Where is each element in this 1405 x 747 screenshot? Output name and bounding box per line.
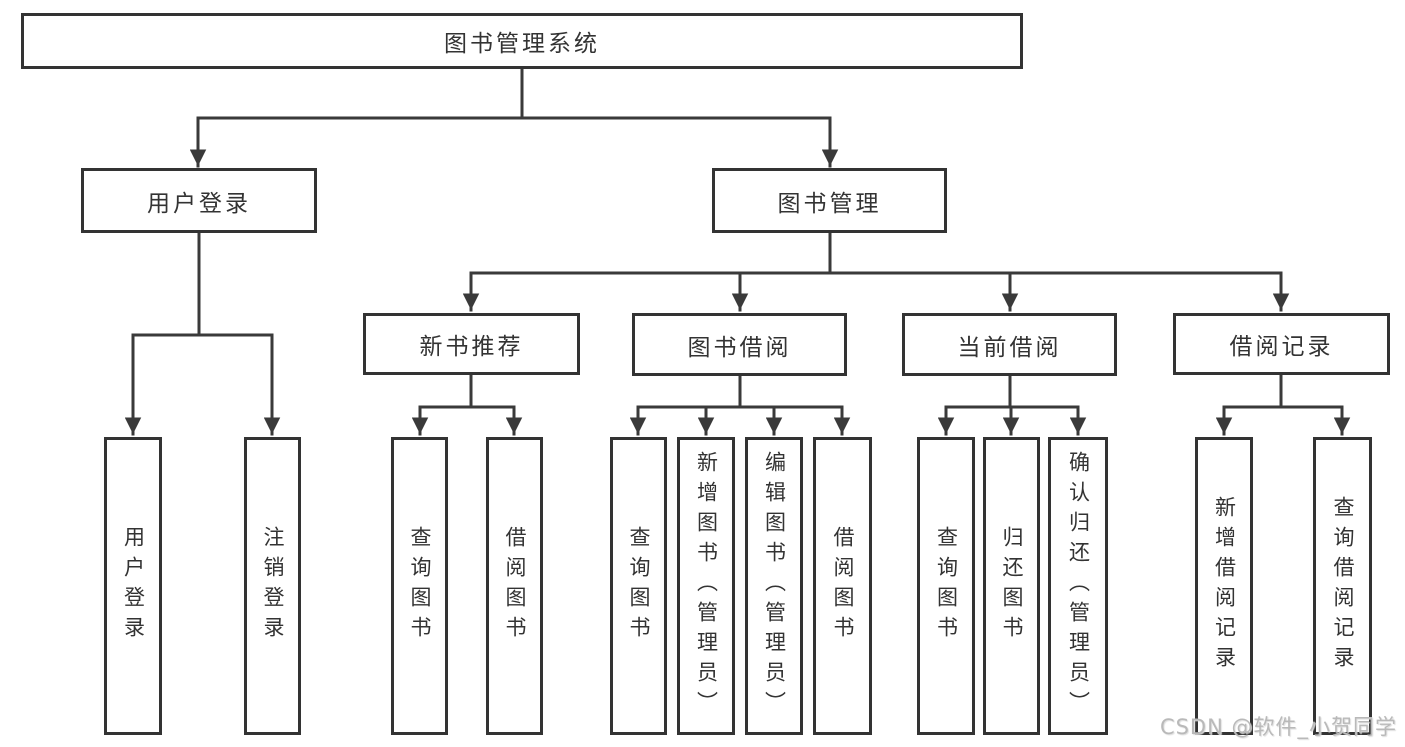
leaf-query-books-current-label: 查询图书 <box>934 526 959 646</box>
leaf-query-borrow-record: 查询借阅记录 <box>1313 437 1372 735</box>
leaf-return-books: 归还图书 <box>983 437 1040 735</box>
node-user-login: 用户登录 <box>81 168 317 233</box>
node-borrow-records-label: 借阅记录 <box>1229 334 1334 360</box>
node-borrow-records: 借阅记录 <box>1173 313 1390 375</box>
leaf-edit-books-admin-label: 编辑图书（管理员） <box>762 451 787 721</box>
leaf-add-books-admin-label: 新增图书（管理员） <box>694 451 719 721</box>
node-current-borrow: 当前借阅 <box>902 313 1117 376</box>
leaf-user-login-label: 用户登录 <box>121 526 146 646</box>
node-current-borrow-label: 当前借阅 <box>957 334 1062 361</box>
leaf-logout: 注销登录 <box>244 437 301 735</box>
leaf-query-books-borrow: 查询图书 <box>610 437 667 735</box>
node-book-management-label: 图书管理 <box>777 190 882 217</box>
node-new-book-recommend: 新书推荐 <box>363 313 580 375</box>
node-root-label: 图书管理系统 <box>444 31 600 57</box>
leaf-query-borrow-record-label: 查询借阅记录 <box>1331 496 1355 676</box>
node-root: 图书管理系统 <box>21 13 1023 69</box>
node-book-management: 图书管理 <box>712 168 947 233</box>
node-user-login-label: 用户登录 <box>147 190 251 217</box>
leaf-return-books-label: 归还图书 <box>1000 526 1024 646</box>
leaf-query-books-recommend-label: 查询图书 <box>408 526 432 646</box>
leaf-query-books-recommend: 查询图书 <box>391 437 448 735</box>
leaf-borrow-books-recommend-label: 借阅图书 <box>503 526 527 646</box>
leaf-confirm-return-admin-label: 确认归还（管理员） <box>1066 451 1091 721</box>
leaf-borrow-books-recommend: 借阅图书 <box>486 437 543 735</box>
leaf-logout-label: 注销登录 <box>261 526 285 646</box>
csdn-watermark: CSDN @软件_小贺同学 <box>1159 715 1397 739</box>
node-new-book-recommend-label: 新书推荐 <box>419 334 524 360</box>
leaf-query-books-borrow-label: 查询图书 <box>627 526 651 646</box>
leaf-add-borrow-record-label: 新增借阅记录 <box>1212 496 1237 676</box>
leaf-user-login: 用户登录 <box>104 437 162 735</box>
leaf-add-borrow-record: 新增借阅记录 <box>1195 437 1253 735</box>
node-book-borrow-label: 图书借阅 <box>687 334 792 361</box>
leaf-query-books-current: 查询图书 <box>917 437 975 735</box>
leaf-confirm-return-admin: 确认归还（管理员） <box>1048 437 1108 735</box>
node-book-borrow: 图书借阅 <box>632 313 847 376</box>
leaf-borrow-books-label: 借阅图书 <box>831 526 855 646</box>
leaf-add-books-admin: 新增图书（管理员） <box>677 437 735 735</box>
leaf-borrow-books: 借阅图书 <box>813 437 872 735</box>
leaf-edit-books-admin: 编辑图书（管理员） <box>745 437 803 735</box>
